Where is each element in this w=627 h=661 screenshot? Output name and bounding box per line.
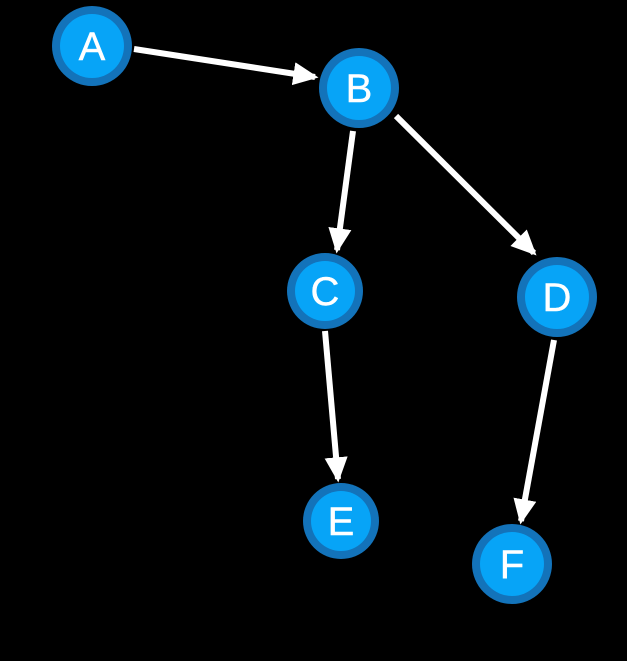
graph-node-core-f	[480, 532, 544, 596]
graph-node-label-c: C	[311, 270, 340, 314]
graph-edge-b-to-d	[393, 113, 537, 256]
graph-node-core-c	[295, 261, 355, 321]
graph-node-core-b	[327, 56, 391, 120]
edges-layer	[133, 46, 557, 525]
nodes-layer: A B C D E F	[52, 6, 597, 604]
graph-node-f[interactable]: F	[472, 524, 552, 604]
graph-node-core-d	[525, 265, 589, 329]
graph-node-label-a: A	[79, 25, 106, 69]
graph-node-core-a	[60, 14, 124, 78]
graph-node-label-e: E	[328, 500, 355, 544]
graph-edge-c-to-e	[322, 330, 348, 483]
graph-node-a[interactable]: A	[52, 6, 132, 86]
graph-node-d[interactable]: D	[517, 257, 597, 337]
graph-edge-b-to-c	[328, 130, 356, 254]
graph-node-label-f: F	[500, 543, 524, 587]
graph-node-c[interactable]: C	[287, 253, 363, 329]
graph-node-b[interactable]: B	[319, 48, 399, 128]
graph-node-core-e	[311, 491, 371, 551]
graph-edge-a-to-b	[133, 46, 319, 86]
graph-node-label-b: B	[346, 67, 373, 111]
graph-node-e[interactable]: E	[303, 483, 379, 559]
graph-node-label-d: D	[543, 276, 572, 320]
graph-edge-d-to-f	[513, 339, 557, 525]
